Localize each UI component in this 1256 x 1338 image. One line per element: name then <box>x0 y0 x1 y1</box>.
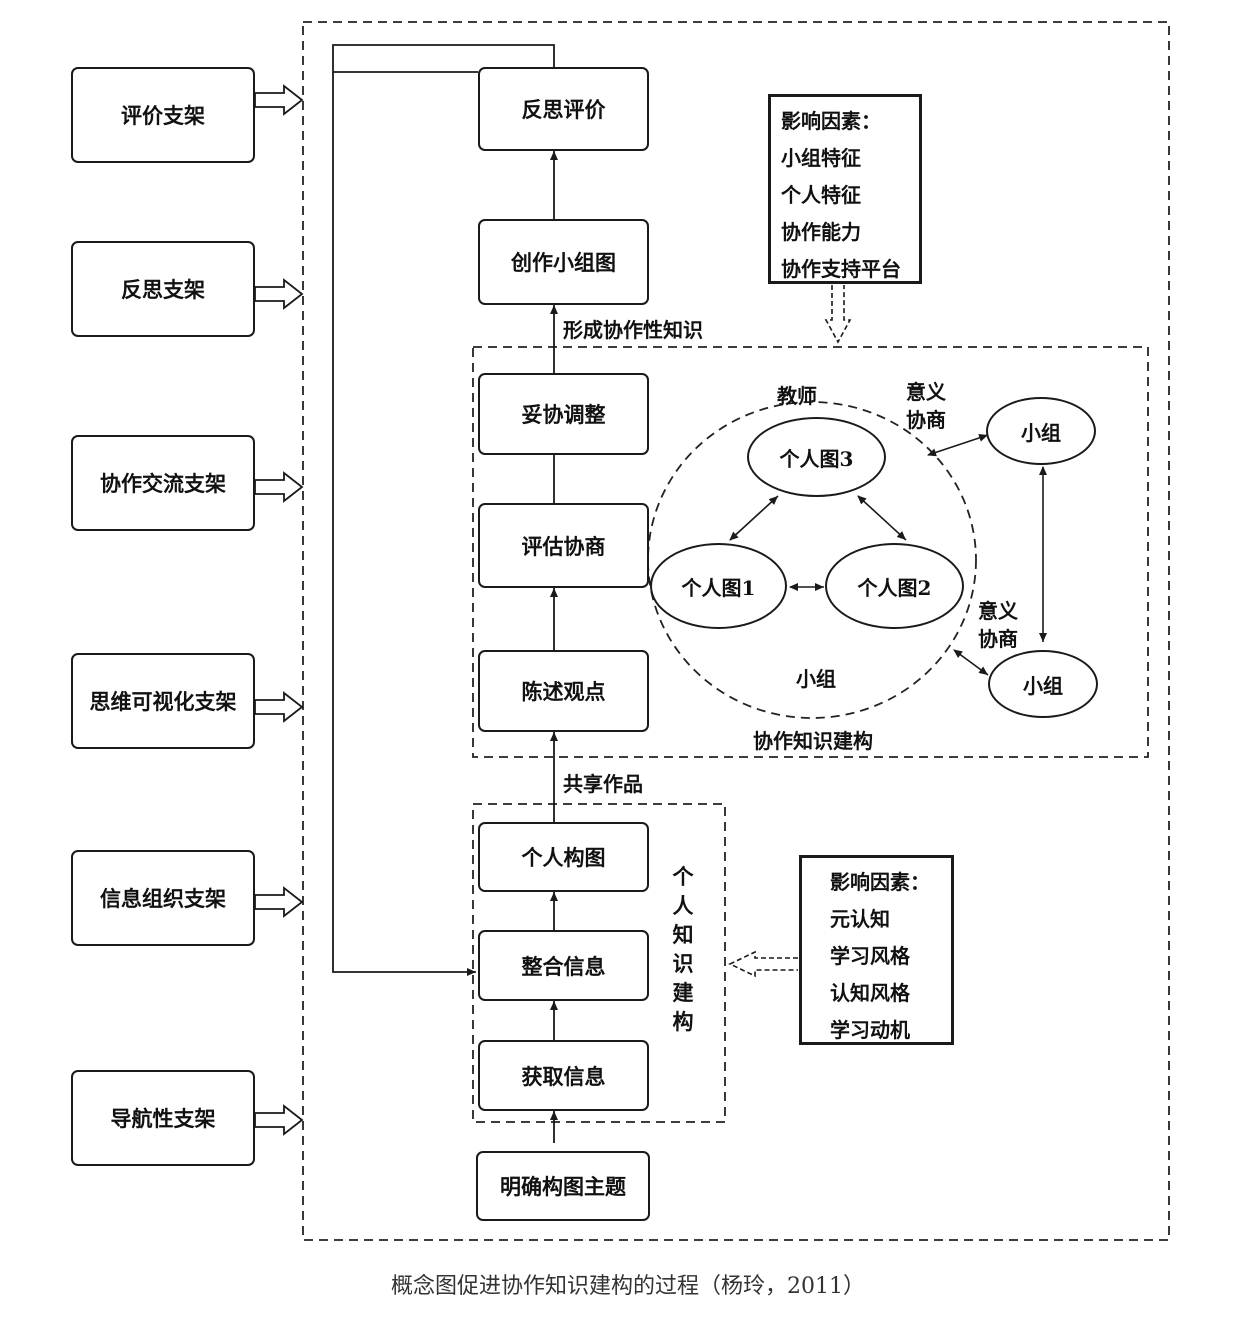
node-personal-map-3: 个人图3 <box>747 417 886 497</box>
group-dashed-circle <box>647 401 977 719</box>
figure-caption: 概念图促进协作知识建构的过程（杨玲，2011） <box>391 1274 865 1299</box>
double-arrow <box>953 649 989 676</box>
node-personal-map-1: 个人图1 <box>650 543 787 629</box>
step-reflect-evaluate: 反思评价 <box>478 67 649 151</box>
feedback-loop <box>332 44 555 73</box>
factors-bottom-box: 影响因素： 元认知 学习风格 认知风格 学习动机 <box>799 855 954 1045</box>
step-state-view: 陈述观点 <box>478 650 649 732</box>
step-personal-map: 个人构图 <box>478 822 649 892</box>
scaffold-collab-communication: 协作交流支架 <box>71 435 255 531</box>
collab-region-frame <box>472 346 1149 758</box>
scaffold-arrow <box>254 691 304 723</box>
label-group-inner: 小组 <box>796 667 836 691</box>
factor-item: 小组特征 <box>781 146 861 170</box>
double-arrow <box>857 495 907 541</box>
step-clarify-topic: 明确构图主题 <box>476 1151 650 1221</box>
factor-item: 元认知 <box>830 907 890 931</box>
factor-bottom-arrow <box>728 950 798 978</box>
feedback-loop-down <box>332 72 476 976</box>
scaffold-thinking-visualization: 思维可视化支架 <box>71 653 255 749</box>
scaffold-reflection: 反思支架 <box>71 241 255 337</box>
scaffold-arrow <box>254 278 304 310</box>
outer-dashed-frame <box>302 21 1170 1241</box>
factor-top-arrow <box>824 285 852 344</box>
label-personal-construction: 个人知识建构 <box>672 864 694 1034</box>
label-form-collab-knowledge: 形成协作性知识 <box>563 318 703 342</box>
factor-item: 学习动机 <box>830 1018 910 1042</box>
label-teacher: 教师 <box>777 384 817 408</box>
scaffold-evaluation: 评价支架 <box>71 67 255 163</box>
scaffold-arrow <box>254 471 304 503</box>
step-create-group-map: 创作小组图 <box>478 219 649 305</box>
step-compromise-adjust: 妥协调整 <box>478 373 649 455</box>
scaffold-arrows <box>254 84 304 1136</box>
double-arrow <box>927 434 989 457</box>
factors-top-box: 影响因素： 小组特征 个人特征 协作能力 协作支持平台 <box>768 94 922 284</box>
node-group-top: 小组 <box>986 397 1096 465</box>
step-acquire-info: 获取信息 <box>478 1040 649 1111</box>
step-evaluate-negotiate: 评估协商 <box>478 503 649 588</box>
scaffold-arrow <box>254 1104 304 1136</box>
label-meaning-negotiation-bottom: 意义协商 <box>978 599 1018 651</box>
factor-item: 协作能力 <box>781 220 861 244</box>
scaffold-info-organization: 信息组织支架 <box>71 850 255 946</box>
node-group-bottom: 小组 <box>988 650 1098 718</box>
scaffold-navigation: 导航性支架 <box>71 1070 255 1166</box>
factor-item: 学习风格 <box>830 944 910 968</box>
factor-item: 个人特征 <box>781 183 861 207</box>
scaffold-arrow <box>254 886 304 918</box>
label-share-work: 共享作品 <box>563 772 643 796</box>
label-collab-construction: 协作知识建构 <box>753 729 873 753</box>
double-arrow <box>729 495 779 541</box>
scaffold-arrow <box>254 84 304 116</box>
factor-item: 认知风格 <box>830 981 910 1005</box>
factor-item: 协作支持平台 <box>781 257 901 281</box>
factors-top-title: 影响因素： <box>781 109 881 133</box>
step-integrate-info: 整合信息 <box>478 930 649 1001</box>
node-personal-map-2: 个人图2 <box>825 543 964 629</box>
personal-region-frame <box>472 803 726 1123</box>
factors-bottom-title: 影响因素： <box>830 870 930 894</box>
label-meaning-negotiation-top: 意义协商 <box>906 380 946 432</box>
